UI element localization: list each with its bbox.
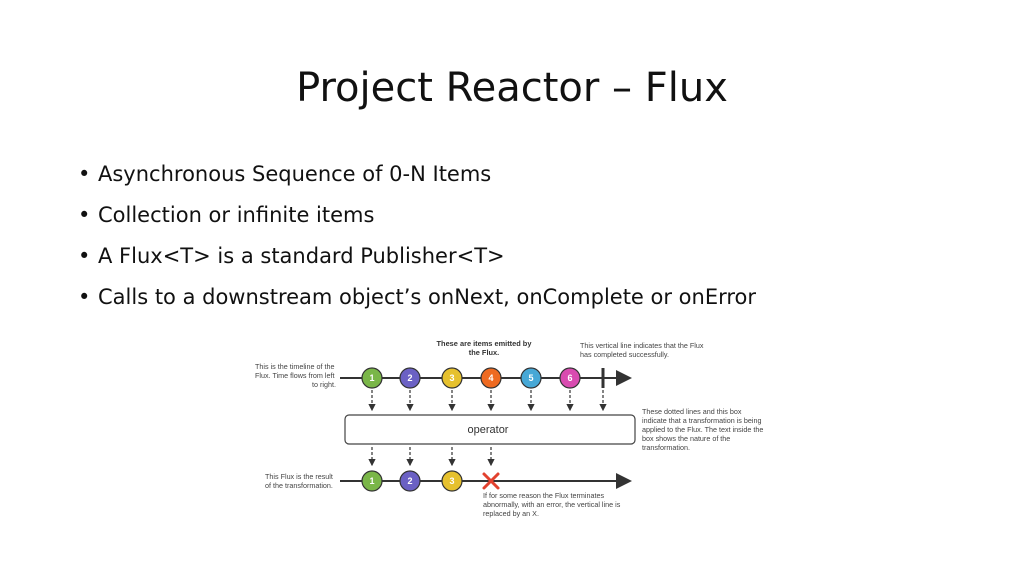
marble xyxy=(441,470,463,492)
marble-label: 3 xyxy=(449,476,454,486)
bottom-marbles: 1 2 3 xyxy=(361,470,463,492)
bullet-text: Asynchronous Sequence of 0-N Items xyxy=(98,162,492,186)
marble-label: 3 xyxy=(449,373,454,383)
marble-label: 1 xyxy=(369,476,374,486)
result-note-line: This Flux is the result xyxy=(265,472,333,481)
bullet-text: Collection or infinite items xyxy=(98,203,375,227)
error-x-icon xyxy=(482,472,500,490)
marble xyxy=(559,367,581,389)
error-note-line: replaced by an X. xyxy=(483,509,539,518)
bullet-item: • Asynchronous Sequence of 0-N Items xyxy=(78,155,756,196)
marble-label: 1 xyxy=(369,373,374,383)
heading-note-line: the Flux. xyxy=(469,348,499,357)
heading-note-line: These are items emitted by xyxy=(437,339,533,348)
slide-title: Project Reactor – Flux xyxy=(296,65,728,111)
marble-item: 2 xyxy=(399,367,421,389)
bullet-dot: • xyxy=(78,203,91,227)
error-x-stroke xyxy=(482,472,500,490)
marble-item: 1 xyxy=(361,470,383,492)
completion-note-line: has completed successfully. xyxy=(580,350,669,359)
marble-item: 3 xyxy=(441,470,463,492)
marble-item: 1 xyxy=(361,367,383,389)
marble xyxy=(441,367,463,389)
error-note-line: If for some reason the Flux terminates xyxy=(483,491,604,500)
bullet-dot: • xyxy=(78,285,91,309)
marble-label: 6 xyxy=(567,373,572,383)
marble xyxy=(520,367,542,389)
top-marbles: 1 2 3 4 5 6 xyxy=(361,367,581,389)
bullet-dot: • xyxy=(78,244,91,268)
marble-item: 3 xyxy=(441,367,463,389)
operator-note-line: applied to the Flux. The text inside the xyxy=(642,425,763,434)
marble-item: 6 xyxy=(559,367,581,389)
marble-label: 2 xyxy=(407,476,412,486)
bullet-item: • Calls to a downstream object’s onNext, … xyxy=(78,278,756,319)
timeline-note-line: to right. xyxy=(312,380,336,389)
marble xyxy=(361,470,383,492)
marble xyxy=(399,367,421,389)
marble-label: 5 xyxy=(528,373,533,383)
timeline-note-line: Flux. Time flows from left xyxy=(255,371,334,380)
marble-item: 4 xyxy=(480,367,502,389)
result-note-line: of the transformation. xyxy=(265,481,333,490)
bottom-dotted-arrows xyxy=(368,447,495,467)
operator-note-line: indicate that a transformation is being xyxy=(642,416,761,425)
timeline-note-line: This is the timeline of the xyxy=(255,362,335,371)
bullet-item: • A Flux<T> is a standard Publisher<T> xyxy=(78,237,756,278)
marble-label: 2 xyxy=(407,373,412,383)
marble xyxy=(480,367,502,389)
operator-note-line: transformation. xyxy=(642,443,690,452)
error-note-line: abnormally, with an error, the vertical … xyxy=(483,500,621,509)
bullet-list: • Asynchronous Sequence of 0-N Items • Col… xyxy=(78,155,756,319)
operator-note-line: box shows the nature of the xyxy=(642,434,730,443)
marble xyxy=(399,470,421,492)
top-dotted-arrows xyxy=(368,390,607,412)
marble-item: 2 xyxy=(399,470,421,492)
marble-item: 5 xyxy=(520,367,542,389)
bullet-text: A Flux<T> is a standard Publisher<T> xyxy=(98,244,505,268)
operator-box xyxy=(344,414,636,445)
completion-note-line: This vertical line indicates that the Fl… xyxy=(580,341,704,350)
bullet-dot: • xyxy=(78,162,91,186)
marble-label: 4 xyxy=(488,373,493,383)
operator-label: operator xyxy=(468,424,509,436)
operator-note-line: These dotted lines and this box xyxy=(642,407,742,416)
bullet-text: Calls to a downstream object’s onNext, o… xyxy=(98,285,757,309)
bullet-item: • Collection or infinite items xyxy=(78,196,756,237)
marble xyxy=(361,367,383,389)
